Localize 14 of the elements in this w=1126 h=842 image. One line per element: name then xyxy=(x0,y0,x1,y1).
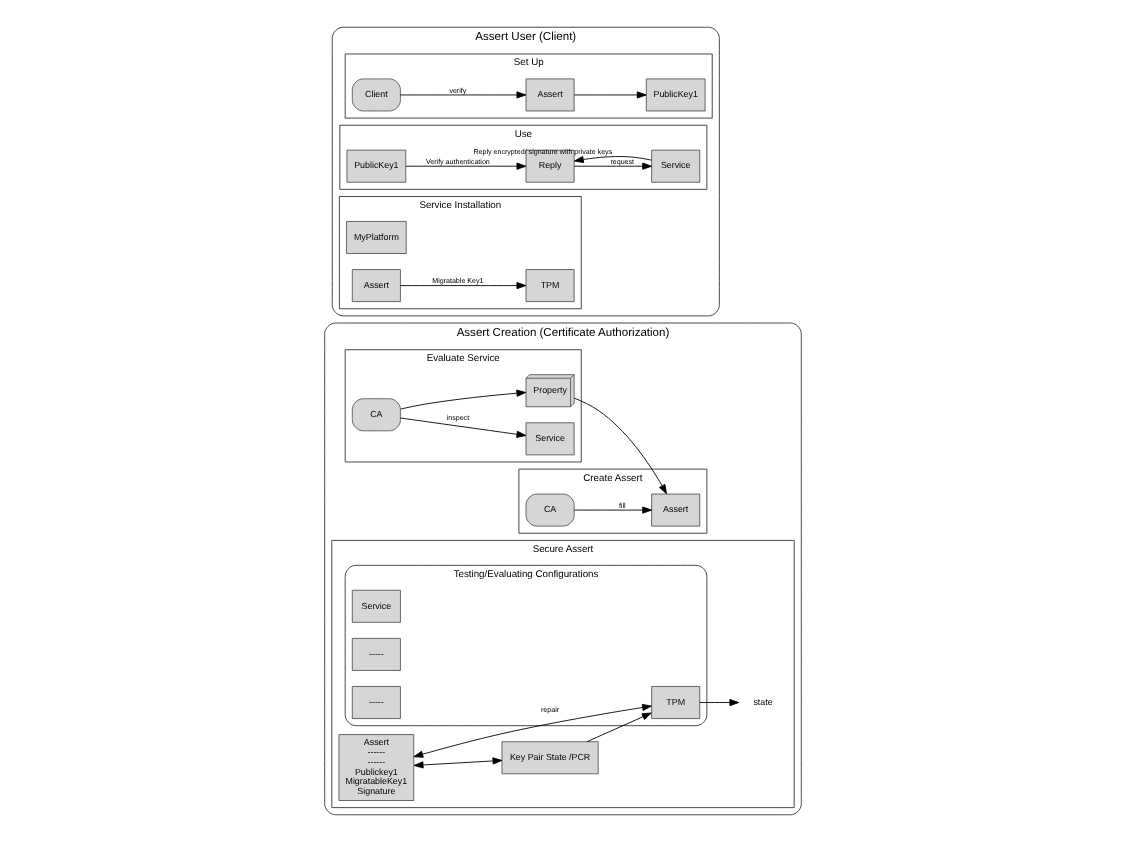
arrow xyxy=(573,162,653,170)
arrow xyxy=(413,703,652,758)
arrow xyxy=(405,162,527,170)
arrow xyxy=(699,698,740,707)
arrow xyxy=(400,91,527,99)
arrow xyxy=(400,389,527,410)
arrow xyxy=(573,506,653,514)
arrow xyxy=(574,156,653,164)
arrow xyxy=(400,417,527,438)
arrow xyxy=(573,397,667,495)
arrow xyxy=(413,757,503,769)
arrow xyxy=(573,91,647,99)
arrow xyxy=(586,712,652,743)
arrow xyxy=(400,282,527,290)
